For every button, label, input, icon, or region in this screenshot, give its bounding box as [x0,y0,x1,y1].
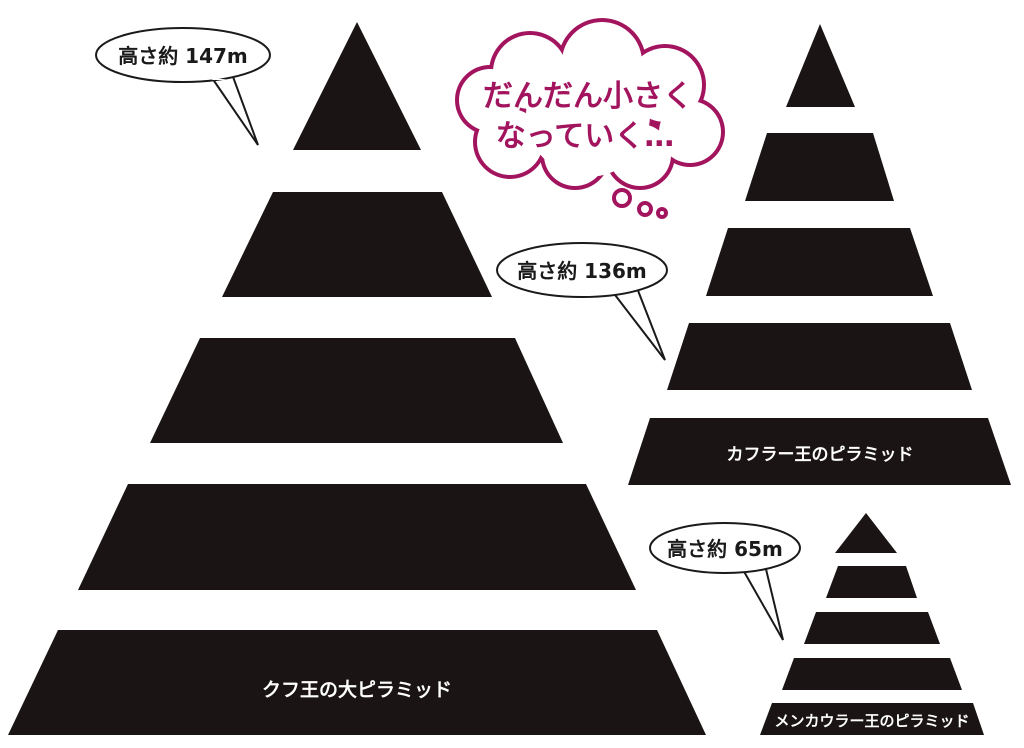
pyramid-tier [8,630,706,735]
pyramid-name-khufu: クフ王の大ピラミッド [262,678,452,701]
pyramid-menkaure: メンカウラー王のピラミッド [760,513,984,735]
pyramid-tier [826,566,917,598]
thought-line-2: なっていく… [496,119,675,154]
height-label-khufu: 高さ約 147m [118,44,248,68]
pyramid-khufu: クフ王の大ピラミッド [8,22,706,735]
thought-line-1: だんだん小さく [483,79,693,114]
pyramid-tier [786,24,855,107]
pyramid-name-menkaure: メンカウラー王のピラミッド [774,712,969,730]
thought-cloud: だんだん小さく なっていく… [455,18,725,219]
height-label-khafre: 高さ約 136m [517,259,647,283]
pyramid-khafre: カフラー王のピラミッド [628,24,1011,485]
pyramid-tier [760,703,984,735]
pyramid-tier [222,192,492,297]
pyramid-tier [745,133,894,201]
height-bubble-khafre: 高さ約 136m [496,242,668,361]
pyramid-tier [782,658,962,690]
pyramid-name-khafre: カフラー王のピラミッド [727,445,914,465]
thought-dots-icon [612,188,668,219]
pyramid-tier [835,513,897,553]
pyramid-tier [667,323,972,390]
pyramid-tier [150,338,563,443]
height-bubble-menkaure: 高さ約 65m [649,522,801,641]
pyramid-tier [293,22,421,150]
pyramid-tier [804,612,940,644]
pyramid-tier [628,418,1011,485]
pyramid-tier [706,228,933,296]
pyramid-tier [78,484,636,590]
height-label-menkaure: 高さ約 65m [667,537,783,561]
height-bubble-khufu: 高さ約 147m [95,27,271,146]
